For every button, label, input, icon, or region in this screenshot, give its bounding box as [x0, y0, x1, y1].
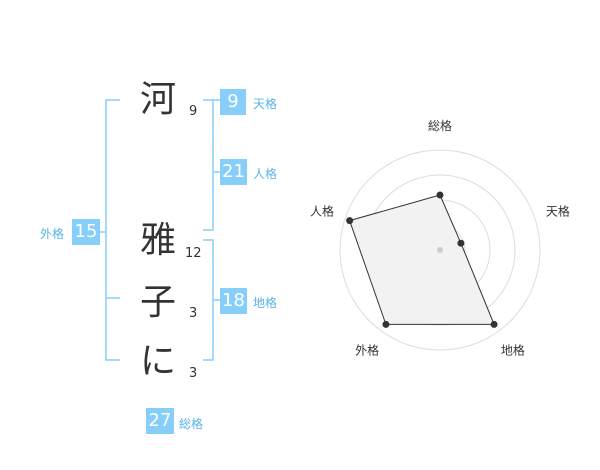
radar-points	[346, 191, 498, 328]
name-char-1: 河	[140, 79, 177, 120]
name-char-2: 雅	[140, 220, 177, 261]
radar-point	[436, 191, 444, 199]
radar-point	[490, 320, 498, 328]
name-char-4: に	[140, 341, 177, 382]
radar-center	[437, 247, 443, 253]
radar-axis-label: 外格	[355, 342, 379, 357]
radar-point	[382, 320, 390, 328]
radar-point	[346, 217, 354, 225]
stroke-count-1: 9	[189, 104, 198, 119]
stroke-count-3: 3	[189, 306, 198, 321]
stroke-count-2: 12	[185, 246, 202, 261]
radar-axis-label: 地格	[501, 342, 525, 357]
jinkaku-label: 人格	[253, 167, 278, 181]
radar-ring	[339, 149, 541, 351]
gaikaku-value-box: 15	[72, 219, 100, 245]
tenkaku-value-box: 9	[220, 89, 246, 115]
chikaku-value-box: 18	[220, 288, 247, 314]
gaikaku-label: 外格	[40, 227, 65, 241]
radar-point	[457, 239, 465, 247]
radar-axis-label: 天格	[546, 204, 570, 219]
jinkaku-bracket	[203, 99, 214, 231]
chikaku-label: 地格	[253, 296, 278, 310]
tenkaku-label: 天格	[253, 97, 278, 111]
radar-axis-label: 人格	[310, 204, 334, 219]
gaikaku-bracket	[105, 99, 120, 361]
radar-polygon	[348, 194, 495, 325]
soukaku-value-box: 27	[146, 408, 174, 434]
name-char-3: 子	[140, 282, 177, 323]
soukaku-label: 総格	[179, 417, 204, 431]
jinkaku-value-box: 21	[220, 159, 247, 185]
stroke-count-4: 3	[189, 366, 198, 381]
radar-axis-label: 総格	[428, 118, 452, 133]
